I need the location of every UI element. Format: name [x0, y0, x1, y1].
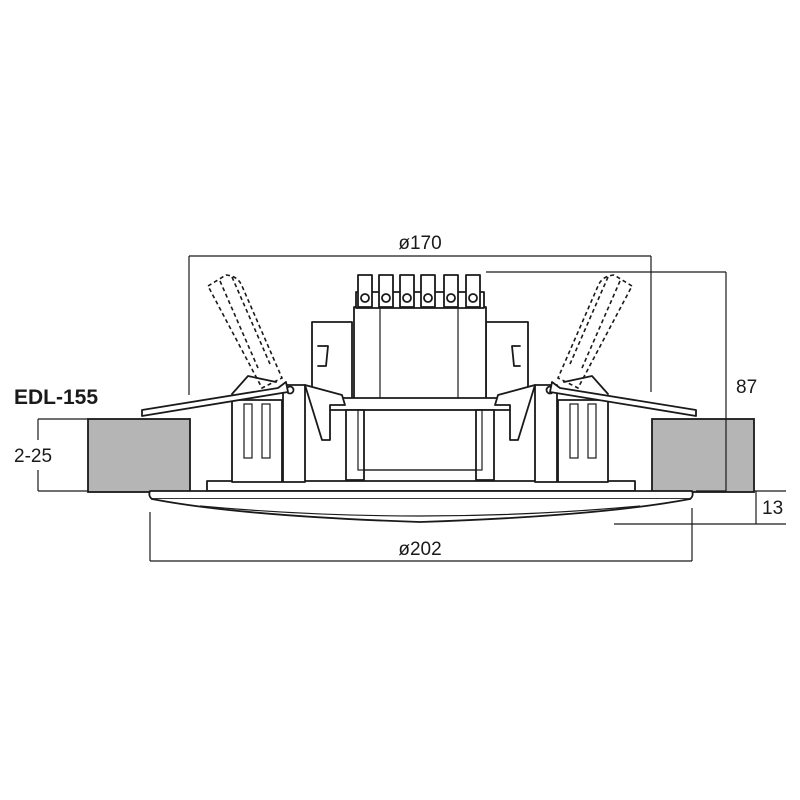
- dimension-grille-height: 13: [614, 490, 786, 525]
- terminal-4: [420, 274, 436, 308]
- clamp-right-dashed-position: [556, 274, 634, 390]
- terminal-6: [465, 274, 481, 308]
- label-overall-diameter: ø202: [398, 539, 441, 560]
- terminal-3: [399, 274, 415, 308]
- speaker-grille: [148, 480, 694, 523]
- driver-magnet-block: [328, 306, 512, 481]
- terminal-1: [357, 274, 373, 308]
- label-ceiling-thickness: 2-25: [14, 446, 52, 467]
- dimension-depth: 87: [486, 271, 757, 492]
- mounting-clamp-right: [494, 375, 697, 483]
- label-cutout-diameter: ø170: [398, 233, 441, 254]
- dimension-ceiling-thickness: 2-25: [14, 418, 88, 492]
- ceiling-panel-left: [87, 418, 191, 493]
- dimension-cutout-diameter: ø170: [188, 233, 652, 395]
- terminal-2: [378, 274, 394, 308]
- speaker-housing: [311, 321, 529, 401]
- label-grille-height: 13: [762, 498, 783, 519]
- ceiling-panel-right: [651, 418, 755, 493]
- terminal-block: [355, 274, 485, 309]
- label-depth: 87: [736, 377, 757, 398]
- clamp-left-dashed-position: [206, 274, 284, 390]
- dimension-overall-diameter: ø202: [149, 508, 693, 562]
- mounting-clamp-left: [141, 375, 346, 483]
- terminal-5: [443, 274, 459, 308]
- model-name: EDL-155: [14, 386, 98, 409]
